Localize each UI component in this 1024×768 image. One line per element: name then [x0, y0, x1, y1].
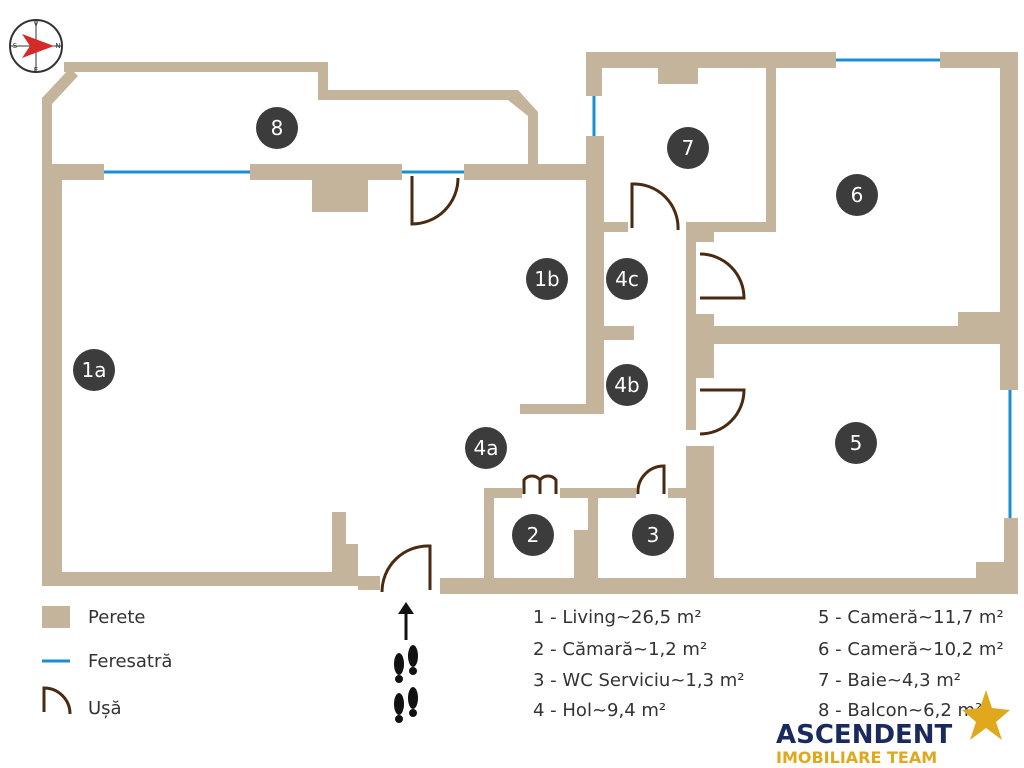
area-item: 7 - Baie~4,3 m²	[818, 670, 961, 691]
room-badge-4c: 4c	[606, 258, 648, 300]
area-list: 1 - Living~26,5 m² 2 - Cămară~1,2 m² 3 -…	[533, 607, 1004, 721]
room-badge-8: 8	[256, 107, 298, 149]
svg-text:5: 5	[850, 431, 863, 455]
wall-5-left-top	[696, 314, 714, 378]
svg-text:4a: 4a	[474, 436, 499, 460]
door-wc	[636, 464, 666, 495]
compass-icon: V E S N	[9, 19, 63, 74]
area-item: 2 - Cămară~1,2 m²	[533, 639, 707, 660]
wall-5-corner	[976, 562, 1018, 594]
windows	[104, 58, 1012, 518]
wall-bottom-right	[440, 578, 1018, 594]
wall-7-top	[586, 52, 836, 68]
room-badge-4b: 4b	[606, 364, 648, 406]
compass-north-label: N	[55, 42, 60, 50]
wall-2-left	[484, 488, 494, 594]
svg-text:6: 6	[851, 183, 864, 207]
compass-west-label: V	[34, 20, 39, 28]
wall-2-block	[574, 530, 596, 594]
legend: Perete Feresatră Ușă	[42, 606, 172, 719]
wall-column	[312, 164, 368, 212]
room-badge-6: 6	[836, 174, 878, 216]
area-item: 1 - Living~26,5 m²	[533, 607, 702, 628]
door-balcony	[410, 176, 460, 226]
wall-6-right	[1000, 52, 1018, 390]
room-badge-7: 7	[667, 127, 709, 169]
svg-text:7: 7	[682, 136, 695, 160]
wall-7-bottom-right	[688, 222, 776, 232]
svg-text:2: 2	[527, 523, 540, 547]
legend-wall-swatch	[42, 606, 70, 628]
area-item: 5 - Cameră~11,7 m²	[818, 607, 1004, 628]
brand-name: ASCENDENT	[776, 720, 953, 750]
wall-4a-top	[520, 404, 604, 414]
area-item: 4 - Hol~9,4 m²	[533, 700, 666, 721]
legend-wall-label: Perete	[88, 607, 146, 628]
door-room6	[699, 252, 746, 300]
room-badge-2: 2	[512, 514, 554, 556]
wall-4bc-split	[604, 326, 634, 340]
brand-logo: ASCENDENT IMOBILIARE TEAM	[776, 690, 1010, 767]
legend-door-label: Ușă	[88, 698, 122, 719]
svg-text:1b: 1b	[534, 267, 559, 291]
room-badge-1a: 1a	[73, 349, 115, 391]
door-entrance	[380, 544, 432, 593]
room-badge-3: 3	[632, 514, 674, 556]
wall-6-top-right	[940, 52, 1018, 68]
wall-7-left	[586, 52, 602, 96]
wall-balcony-step	[318, 62, 328, 100]
svg-text:3: 3	[647, 523, 660, 547]
room-badge-1b: 1b	[526, 258, 568, 300]
wall-hall-right-upper	[686, 222, 696, 430]
wall-living-top-right	[464, 164, 604, 180]
walls	[42, 52, 1018, 594]
wall-7-vent	[658, 68, 698, 84]
wall-stub-2	[346, 544, 358, 586]
wall-5-left-bottom	[696, 446, 714, 594]
door-storage-right	[538, 474, 558, 494]
footsteps-icon	[394, 645, 418, 723]
wall-1b-right	[586, 136, 604, 414]
wall-living-left	[42, 164, 62, 584]
door-bath	[630, 182, 680, 231]
door-room5	[699, 388, 746, 436]
doors	[380, 176, 746, 593]
wall-7-bottom-stub	[696, 222, 714, 242]
wall-stub-1	[332, 512, 346, 586]
wall-7-right	[766, 68, 776, 228]
area-item: 6 - Cameră~10,2 m²	[818, 639, 1004, 660]
brand-tagline: IMOBILIARE TEAM	[776, 748, 937, 767]
room-badge-5: 5	[835, 422, 877, 464]
wall-balcony-top2	[318, 90, 514, 100]
arrow-up-icon	[398, 602, 414, 640]
compass-south-label: S	[13, 42, 18, 50]
wall-balcony-right	[508, 90, 538, 168]
svg-text:8: 8	[271, 116, 284, 140]
room-badge-4a: 4a	[465, 427, 507, 469]
room-badges: 1a 1b 2 3 4a 4b 4c 5 6 7 8	[73, 107, 878, 556]
wall-2-top-left	[484, 488, 522, 498]
wall-living-bottom	[42, 572, 344, 586]
wall-stub-3	[358, 576, 380, 590]
door-storage-left	[522, 474, 542, 494]
wall-3-top-right	[668, 488, 696, 498]
wall-balcony-top	[64, 62, 328, 72]
svg-text:4c: 4c	[615, 267, 639, 291]
compass-east-label: E	[34, 66, 38, 74]
wall-6-bottom	[696, 326, 1018, 344]
svg-text:4b: 4b	[614, 373, 639, 397]
wall-7-bottom-left	[604, 222, 628, 232]
wall-balcony-left	[42, 68, 78, 168]
wall-6-corner	[958, 312, 1018, 334]
svg-text:1a: 1a	[82, 358, 107, 382]
area-item: 3 - WC Serviciu~1,3 m²	[533, 670, 745, 691]
wall-3-right	[686, 446, 696, 594]
legend-window-label: Feresatră	[88, 651, 172, 672]
star-icon	[962, 690, 1010, 740]
area-item: 8 - Balcon~6,2 m²	[818, 700, 982, 721]
legend-door-swatch	[42, 686, 72, 715]
